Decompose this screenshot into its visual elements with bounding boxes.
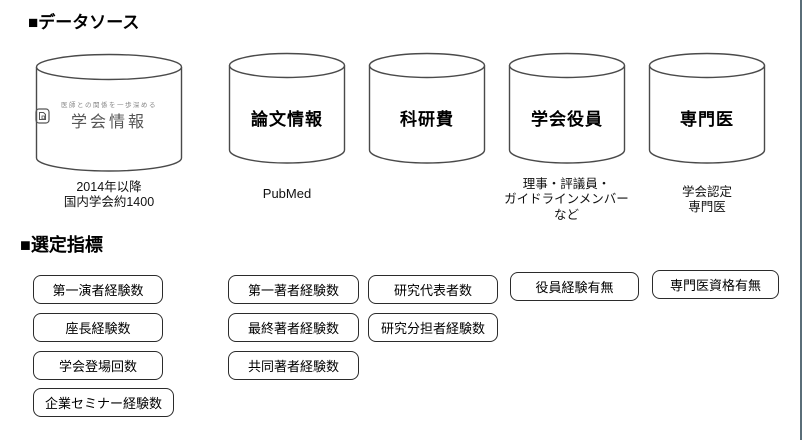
indicator-box: 学会登場回数 [33,351,163,380]
database-cylinder-icon [368,52,486,164]
datasource-senmon-i: 専門医 [648,52,766,165]
cylinder-label: 科研費 [400,110,454,129]
indicator-box: 第一著者経験数 [228,275,359,304]
window-right-border [800,0,802,440]
indicator-box: 第一演者経験数 [33,275,163,304]
indicator-box: 座長経験数 [33,313,163,342]
indicators-section-title: ■選定指標 [20,235,103,255]
database-cylinder-icon [35,53,183,172]
indicator-box: 専門医資格有無 [652,270,779,299]
datasources-section-title: ■データソース [28,13,140,32]
indicator-box: 研究分担者経験数 [368,313,498,342]
datasource-gakkai-yakuin: 学会役員 [508,52,626,165]
indicator-box: 役員経験有無 [510,272,639,301]
indicator-box: 最終著者経験数 [228,313,359,342]
datasource-note: 2014年以降 国内学会約1400 [63,180,155,210]
indicator-box: 企業セミナー経験数 [33,388,174,417]
database-cylinder-icon [508,52,626,164]
datasource-note: PubMed [262,186,312,201]
database-cylinder-icon [228,52,346,164]
cylinder-label: 論文情報 [251,110,323,129]
datasource-kakenhi: 科研費 [368,52,486,165]
gakkai-joho-logo-text: 学会情報 [70,114,147,131]
datasource-gakkai-joho: 医師との関係を一歩深める 学会情報 [35,53,183,173]
database-cylinder-icon [648,52,766,164]
gakkai-joho-logo: 学会情報 [35,108,183,132]
datasource-note: 理事・評議員・ ガイドラインメンバー など [504,177,629,222]
gakkai-joho-logo-icon [35,108,50,124]
indicator-box: 研究代表者数 [368,275,498,304]
datasource-note: 学会認定 専門医 [681,185,732,215]
cylinder-label: 学会役員 [531,110,603,129]
datasource-ronbun-joho: 論文情報 [228,52,346,165]
indicator-box: 共同著者経験数 [228,351,359,380]
cylinder-label: 専門医 [680,110,734,129]
gakkai-joho-tagline: 医師との関係を一歩深める [61,102,157,109]
